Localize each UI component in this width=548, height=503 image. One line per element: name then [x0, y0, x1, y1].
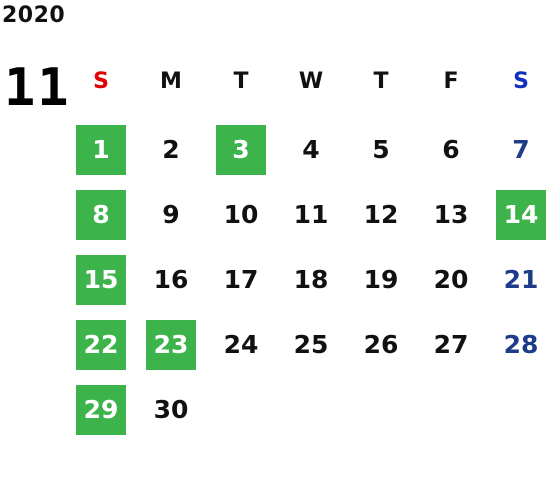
day-cell: 4 [276, 120, 346, 185]
weekday-label: T [233, 69, 249, 94]
weekday-label: W [298, 69, 324, 94]
day-cell: 25 [276, 315, 346, 380]
day-number: 9 [162, 200, 180, 229]
day-number-highlighted: 3 [216, 125, 266, 175]
day-cell: 29 [66, 380, 136, 445]
day-cell: 9 [136, 185, 206, 250]
day-cell: 17 [206, 250, 276, 315]
day-number: 7 [512, 135, 530, 164]
day-number-highlighted: 15 [76, 255, 126, 305]
weekday-label: T [373, 69, 389, 94]
day-number: 27 [433, 330, 469, 359]
day-cell: 2 [136, 120, 206, 185]
day-number: 25 [293, 330, 329, 359]
day-number: 2 [162, 135, 180, 164]
day-number: 17 [223, 265, 259, 294]
day-number: 19 [363, 265, 399, 294]
calendar-year: 2020 [2, 3, 66, 28]
day-number: 13 [433, 200, 469, 229]
day-number-highlighted: 29 [76, 385, 126, 435]
day-cell: 11 [276, 185, 346, 250]
day-cell: 21 [486, 250, 548, 315]
calendar-month: 11 [4, 58, 71, 118]
day-number: 12 [363, 200, 399, 229]
day-number: 20 [433, 265, 469, 294]
day-cell: 1 [66, 120, 136, 185]
day-number: 11 [293, 200, 329, 229]
day-number: 5 [372, 135, 390, 164]
day-cell: 20 [416, 250, 486, 315]
day-cell: 19 [346, 250, 416, 315]
day-number: 10 [223, 200, 259, 229]
day-number: 6 [442, 135, 460, 164]
day-cell: 16 [136, 250, 206, 315]
day-cell: 18 [276, 250, 346, 315]
day-cell: 28 [486, 315, 548, 380]
day-cell: 12 [346, 185, 416, 250]
weekday-label: S [513, 69, 529, 94]
day-number: 16 [153, 265, 189, 294]
day-number: 21 [503, 265, 539, 294]
day-cell: 23 [136, 315, 206, 380]
day-cell: 26 [346, 315, 416, 380]
day-number: 26 [363, 330, 399, 359]
day-number-highlighted: 8 [76, 190, 126, 240]
day-number-highlighted: 1 [76, 125, 126, 175]
day-cell: 6 [416, 120, 486, 185]
day-cell: 3 [206, 120, 276, 185]
day-number: 18 [293, 265, 329, 294]
day-cell: 5 [346, 120, 416, 185]
day-cell: 22 [66, 315, 136, 380]
weekday-label: M [160, 69, 182, 94]
day-number-highlighted: 23 [146, 320, 196, 370]
day-cell: 30 [136, 380, 206, 445]
day-cell: 13 [416, 185, 486, 250]
day-number-highlighted: 22 [76, 320, 126, 370]
day-cell: 10 [206, 185, 276, 250]
day-cell: 14 [486, 185, 548, 250]
day-cell: 7 [486, 120, 548, 185]
day-cell: 8 [66, 185, 136, 250]
weekday-label: S [93, 69, 109, 94]
day-cell: 27 [416, 315, 486, 380]
weekday-label: F [443, 69, 459, 94]
day-cell: 15 [66, 250, 136, 315]
day-number: 30 [153, 395, 189, 424]
day-cell: 24 [206, 315, 276, 380]
day-number: 28 [503, 330, 539, 359]
day-number-highlighted: 14 [496, 190, 546, 240]
day-number: 4 [302, 135, 320, 164]
day-number: 24 [223, 330, 259, 359]
